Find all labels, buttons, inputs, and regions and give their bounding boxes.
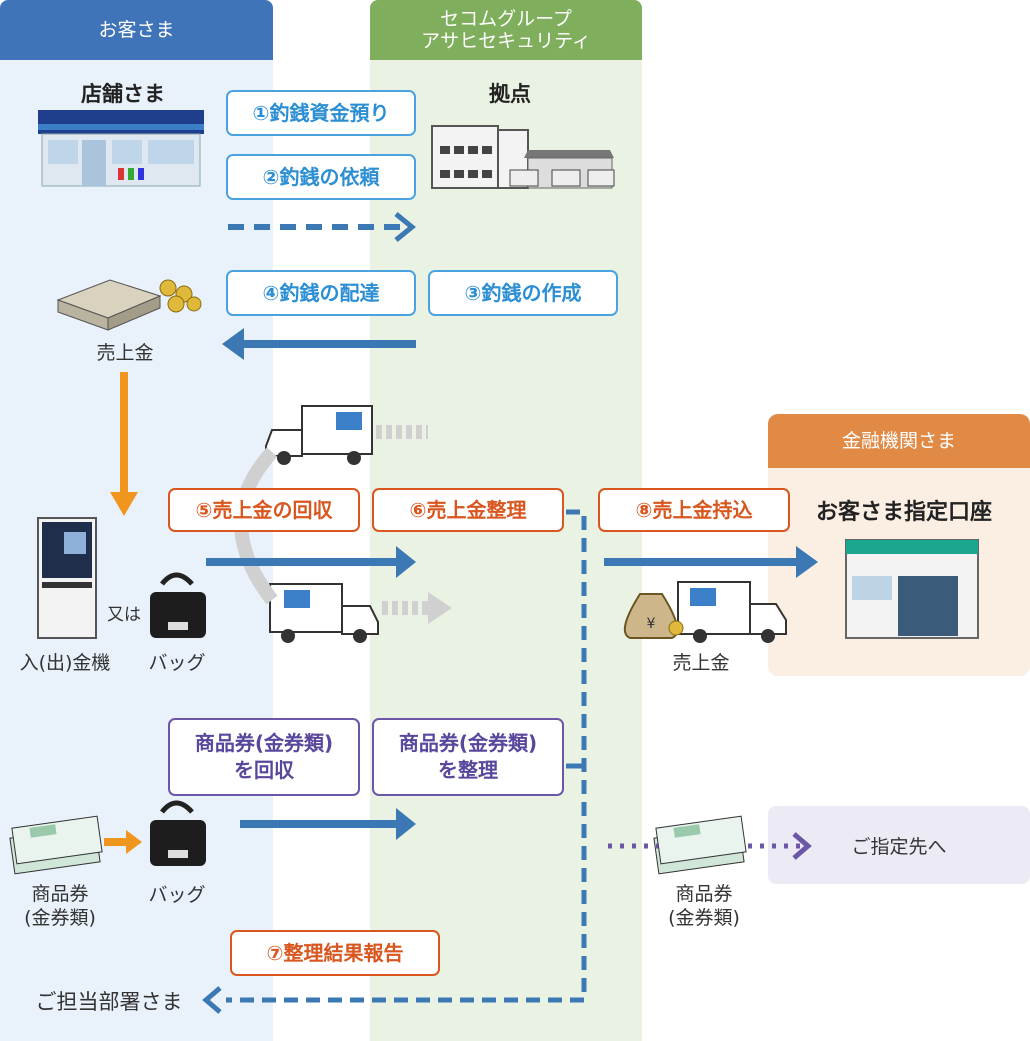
step-6-box: ⑥売上金整理: [372, 488, 564, 532]
secom-lane: [370, 60, 642, 1041]
atm-label: 入(出)金機: [19, 652, 111, 674]
bag-icon: [150, 572, 206, 638]
store-icon: [38, 110, 204, 187]
step-8-box: ⑧売上金持込: [598, 488, 790, 532]
step-3-box: ③釣銭の作成: [428, 270, 618, 316]
gift-certificate-label: 商品券 (金券類): [24, 883, 96, 929]
truck-icon-bank: [677, 581, 787, 643]
bank-building-icon: [845, 539, 979, 639]
or-label: 又は: [107, 605, 141, 625]
customer-lane-header: お客さま: [0, 0, 273, 60]
department-label: ご担当部署さま: [35, 990, 183, 1014]
bag-icon-2: [150, 800, 206, 866]
sales-money-label: 売上金: [96, 342, 154, 364]
truck-icon-bottom: [269, 583, 379, 643]
gift-certificate-icon: [9, 815, 103, 875]
gift-certificate-label-2: 商品券 (金券類): [668, 883, 740, 929]
gift-collect-box: 商品券(金券類) を回収: [168, 718, 360, 796]
sales-money-label-2: 売上金: [672, 652, 730, 674]
secom-lane-header: セコムグループ アサヒセキュリティ: [370, 0, 642, 60]
truck-icon-top: [265, 405, 373, 465]
bank-lane-header: 金融機関さま: [768, 414, 1030, 468]
designated-box: [768, 806, 1030, 884]
step-4-box: ④釣銭の配達: [226, 270, 416, 316]
gift-sort-box: 商品券(金券類) を整理: [372, 718, 564, 796]
bag-label-2: バッグ: [148, 884, 206, 906]
gift-certificate-icon-2: [653, 815, 747, 875]
bag-label: バッグ: [148, 652, 206, 674]
svg-text:¥: ¥: [647, 616, 656, 632]
base-label: 拠点: [489, 82, 531, 106]
money-stack-icon: [56, 279, 202, 331]
designated-label: ご指定先へ: [851, 836, 947, 858]
step-1-box: ①釣銭資金預り: [226, 90, 416, 136]
customer-account-label: お客さま指定口座: [815, 500, 992, 525]
atm-icon: [37, 517, 97, 639]
step-5-box: ⑤売上金の回収: [168, 488, 360, 532]
step-7-box: ⑦整理結果報告: [230, 930, 440, 976]
base-building-icon: [431, 125, 615, 189]
store-label: 店舗さま: [81, 82, 165, 106]
step-2-box: ②釣銭の依頼: [226, 154, 416, 200]
money-bag-icon: ¥: [623, 593, 684, 639]
